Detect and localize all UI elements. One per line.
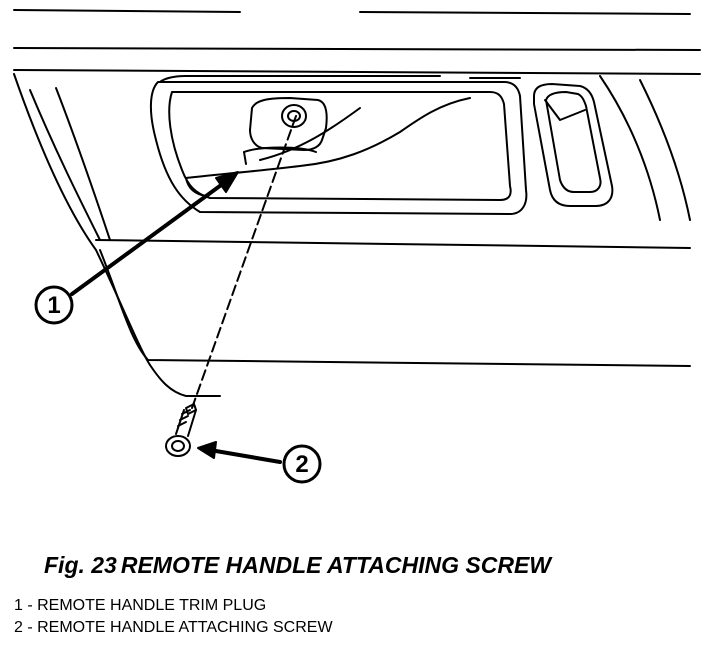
figure-title: REMOTE HANDLE ATTACHING SCREW (120, 552, 552, 578)
door-panel-top-edge (13, 9, 701, 75)
legend-item-number: 2 (14, 619, 23, 636)
remote-handle-lever (185, 97, 471, 197)
legend-item-label: REMOTE HANDLE TRIM PLUG (37, 597, 267, 614)
callout-1-arrow (70, 171, 239, 296)
callout-1-bubble: 1 (34, 285, 74, 325)
legend-separator: - (22, 597, 38, 614)
figure-number: Fig. 23 (44, 552, 117, 578)
legend-separator: - (22, 619, 38, 636)
attaching-screw (165, 403, 197, 457)
callout-2-bubble: 2 (282, 444, 322, 484)
callout-legend: 1 - REMOTE HANDLE TRIM PLUG 2 - REMOTE H… (14, 595, 694, 639)
callout-2-arrow (197, 441, 282, 464)
legend-item: 2 - REMOTE HANDLE ATTACHING SCREW (14, 617, 694, 639)
trim-plug (243, 97, 328, 165)
pull-cup (533, 83, 614, 207)
legend-item-label: REMOTE HANDLE ATTACHING SCREW (37, 619, 333, 636)
handle-bezel (150, 75, 528, 215)
callout-1-number: 1 (47, 292, 60, 319)
legend-item-number: 1 (14, 597, 23, 614)
door-trim-illustration: 1 2 (13, 9, 701, 484)
legend-item: 1 - REMOTE HANDLE TRIM PLUG (14, 595, 694, 617)
callout-2-number: 2 (295, 451, 308, 478)
screw-axis-line (191, 115, 297, 409)
